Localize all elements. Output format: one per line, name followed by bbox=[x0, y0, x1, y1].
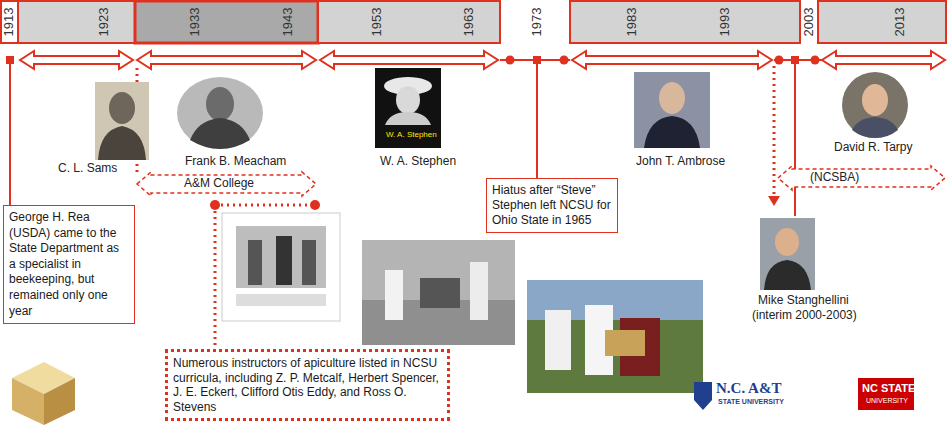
note-box: Numerous instructors of apiculture liste… bbox=[165, 349, 450, 421]
logo-text: N.C. A&T bbox=[716, 380, 781, 397]
note-text: Numerous instructors of apiculture liste… bbox=[173, 356, 442, 414]
period-label: A&M College bbox=[182, 177, 256, 191]
year-label: 1943 bbox=[281, 8, 296, 37]
logo-text: NC STATE bbox=[862, 382, 915, 395]
year-label: 1953 bbox=[370, 8, 385, 37]
photo-caption: John T. Ambrose bbox=[636, 155, 725, 169]
year-label: 2003 bbox=[802, 8, 817, 37]
logo-text: STATE UNIVERSITY bbox=[718, 398, 784, 406]
year-label: 1993 bbox=[718, 8, 733, 37]
note-box: Hiatus after “Steve” Stephen left NCSU f… bbox=[486, 178, 618, 233]
year-label: 1933 bbox=[188, 8, 203, 37]
photo-inscription: W. A. Stephen bbox=[386, 130, 437, 139]
photo-caption: Mike Stanghellini bbox=[758, 294, 849, 308]
note-box: George H. Rea (USDA) came to the State D… bbox=[3, 205, 135, 324]
logo-text: UNIVERSITY bbox=[866, 397, 908, 405]
year-label: 1913 bbox=[2, 8, 17, 37]
photo-caption: Frank B. Meacham bbox=[185, 155, 286, 169]
note-text: George H. Rea (USDA) came to the State D… bbox=[9, 210, 129, 319]
note-text: Hiatus after “Steve” Stephen left NCSU f… bbox=[492, 183, 612, 228]
photo-caption: W. A. Stephen bbox=[380, 155, 456, 169]
year-label: 1923 bbox=[97, 8, 112, 37]
year-label: 1983 bbox=[625, 8, 640, 37]
year-label: 1963 bbox=[462, 8, 477, 37]
photo-caption: C. L. Sams bbox=[58, 162, 117, 176]
photo-caption: (interim 2000-2003) bbox=[752, 309, 857, 323]
year-label: 1973 bbox=[530, 8, 545, 37]
photo-caption: David R. Tarpy bbox=[834, 141, 912, 155]
year-label: 2013 bbox=[893, 8, 908, 37]
period-label: (NCSBA) bbox=[808, 171, 861, 185]
